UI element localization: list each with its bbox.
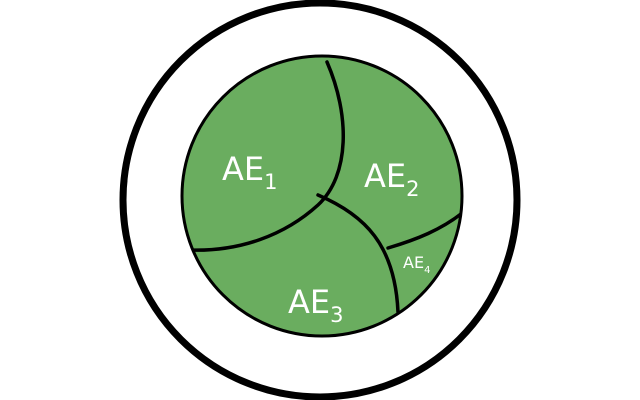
region-label-ae2: AE2: [364, 157, 419, 201]
region-label-ae3: AE3: [288, 283, 343, 327]
divider-ae2-ae3: [316, 193, 400, 314]
divider-ae4: [386, 208, 462, 250]
region-label-ae1: AE1: [222, 150, 277, 194]
divider-ae1: [186, 60, 346, 252]
region-label-ae4: AE4: [403, 253, 430, 276]
